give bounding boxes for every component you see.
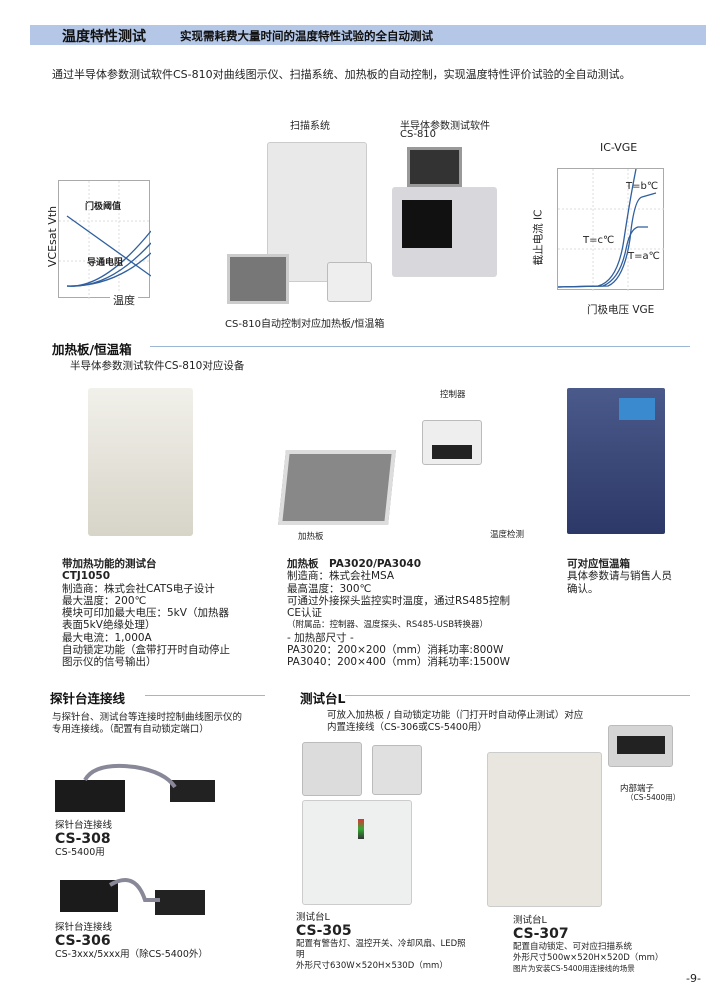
section-header: 温度特性测试 实现需耗费大量时间的温度特性试验的全自动测试: [30, 25, 706, 45]
item-model: CS-306: [55, 933, 111, 949]
left-chart-x-label: 温度: [110, 292, 138, 308]
cs305-item: 测试台L CS-305 配置有警告灯、温控开关、冷却风扇、LED照 明 外形尺寸…: [296, 912, 466, 972]
spec-line: 最高温度：300℃: [287, 582, 372, 595]
spec-line: 具体参数请与销售人员: [567, 570, 672, 583]
item-note: CS-5400用: [55, 847, 105, 858]
page-number: -9-: [686, 972, 701, 985]
cs306-item: 探针台连接线 CS-306 CS-3xxx/5xxx用（除CS-5400外）: [55, 922, 208, 961]
heater-section-title: 加热板/恒温箱: [52, 342, 132, 357]
spec-title: 可对应恒温箱: [567, 558, 630, 570]
probe-section-title: 探针台连接线: [50, 691, 126, 706]
spec-line: 图示仪的信号输出）: [62, 656, 157, 669]
heater-plate-photo: [272, 395, 502, 530]
system-caption: CS-810自动控制对应加热板/恒温箱: [225, 319, 385, 330]
divider: [345, 695, 690, 696]
ic-vge-chart: T=b℃ T=c℃ T=a℃: [557, 168, 665, 291]
cs305-closed-photo: [372, 745, 422, 795]
left-chart-y-label: VCEsat Vth: [46, 205, 60, 268]
section-subtitle: 实现需耗费大量时间的温度特性试验的全自动测试: [180, 29, 433, 43]
spec-line: 表面5kV绝缘处理）: [62, 619, 156, 632]
item-line: 配置有警告灯、温控开关、冷却风扇、LED照: [296, 939, 466, 949]
item-name: 测试台L: [296, 912, 330, 923]
spec-title: 加热板 PA3020/PA3040: [287, 558, 421, 570]
internal-terminal-photo: [608, 725, 673, 767]
intro-text: 通过半导体参数测试软件CS-810对曲线图示仪、扫描系统、加热板的自动控制，实现…: [52, 68, 631, 81]
spec-line: 确认。: [567, 582, 599, 595]
threshold-label: 门极阈值: [85, 202, 122, 212]
thermostatic-chamber-photo: [567, 388, 665, 534]
probe-desc: 与探针台、测试台等连接时控制曲线图示仪的 专用连接线。（配置有自动锁定端口）: [52, 712, 242, 736]
item-model: CS-305: [296, 923, 352, 939]
spec-line: 制造商：株式会社CATS电子设计: [62, 582, 215, 595]
software-model-label: CS-810: [400, 129, 437, 140]
item-model: CS-307: [513, 926, 569, 942]
spec-line: 最大电流：1,000A: [62, 631, 152, 644]
right-chart-title: IC-VGE: [600, 141, 638, 154]
divider: [150, 346, 690, 347]
curve-label-c: T=c℃: [583, 235, 615, 246]
item-model: CS-308: [55, 831, 111, 847]
item-name: 测试台L: [513, 915, 547, 926]
desc-line: 可放入加热板 / 自动锁定功能（门打开时自动停止测试）对应: [327, 710, 584, 721]
controller-label: 控制器: [440, 390, 466, 400]
spec-line: PA3040：200×400（mm）消耗功率:1500W: [287, 656, 511, 669]
item-line: 图片为安装CS-5400用连接线的场景: [513, 964, 635, 973]
pa3020-specs: 加热板 PA3020/PA3040 制造商：株式会社MSA 最高温度：300℃ …: [287, 558, 510, 669]
item-line: 明: [296, 950, 305, 960]
item-name: 探针台连接线: [55, 922, 113, 933]
heater-section-subtitle: 半导体参数测试软件CS-810对应设备: [70, 360, 245, 372]
desc-line: 与探针台、测试台等连接时控制曲线图示仪的: [52, 712, 243, 723]
terminal-note: （CS-5400用）: [626, 793, 681, 802]
spec-line: PA3020：200×200（mm）消耗功率:800W: [287, 644, 504, 657]
item-note: CS-3xxx/5xxx用（除CS-5400外）: [55, 949, 208, 960]
desc-line: 专用连接线。（配置有自动锁定端口）: [52, 724, 209, 735]
curve-label-a: T=a℃: [628, 251, 660, 262]
heater-label: 加热板: [298, 532, 324, 542]
item-line: 配置自动锁定、可对应扫描系统: [513, 942, 633, 952]
cs307-photo: [487, 752, 602, 907]
item-name: 探针台连接线: [55, 820, 113, 831]
scan-system-label: 扫描系统: [290, 121, 330, 132]
bench-desc: 可放入加热板 / 自动锁定功能（门打开时自动停止测试）对应 内置连接线（CS-3…: [327, 710, 583, 734]
software-label: 半导体参数测试软件: [400, 121, 490, 132]
chamber-specs: 可对应恒温箱 具体参数请与销售人员 确认。: [567, 558, 672, 595]
right-chart-y-label: 截止电流 IC: [532, 209, 545, 266]
cs308-photo: [55, 762, 215, 817]
spec-line: - 加热部尺寸 -: [287, 631, 354, 644]
ctj1050-photo: [88, 388, 193, 536]
spec-line: 制造商：株式会社MSA: [287, 570, 395, 583]
chart-curves: [59, 181, 151, 299]
spec-line: CE认证: [287, 607, 322, 620]
item-line: 外形尺寸500w×520H×520D（mm）: [513, 953, 664, 963]
on-resistance-label: 导通电阻: [87, 258, 124, 268]
vce-temperature-chart: 门极阈值 导通电阻: [58, 180, 151, 299]
divider: [145, 695, 265, 696]
section-title: 温度特性测试: [62, 29, 146, 45]
right-chart-x-label: 门极电压 VGE: [587, 304, 655, 316]
spec-title: 带加热功能的测试台: [62, 558, 157, 570]
spec-line: 自动锁定功能（盒带打开时自动停止: [62, 644, 230, 657]
item-line: 外形尺寸630W×520H×530D（mm）: [296, 961, 448, 971]
terminal-label: 内部端子: [620, 784, 655, 794]
cs306-photo: [60, 870, 210, 920]
bench-section-title: 测试台L: [300, 691, 346, 706]
cs305-open-photo: [302, 742, 362, 796]
test-system-photo: [222, 142, 502, 310]
spec-line: 模块可印加最大电压：5kV（加热器: [62, 607, 229, 620]
desc-line: 内置连接线（CS-306或CS-5400用）: [327, 722, 487, 733]
cs305-photo: [302, 800, 412, 905]
chart-curves: [558, 169, 665, 291]
cs307-item: 测试台L CS-307 配置自动锁定、可对应扫描系统 外形尺寸500w×520H…: [513, 915, 663, 974]
spec-model: CTJ1050: [62, 570, 110, 583]
ctj1050-specs: 带加热功能的测试台 CTJ1050 制造商：株式会社CATS电子设计 最大温度：…: [62, 558, 230, 669]
spec-line: 最大温度：200℃: [62, 594, 147, 607]
spec-line: 可通过外接探头监控实时温度，通过RS485控制: [287, 594, 511, 607]
curve-label-b: T=b℃: [626, 181, 659, 192]
cs308-item: 探针台连接线 CS-308 CS-5400用: [55, 820, 112, 859]
spec-line: （附属品：控制器、温度探头、RS485-USB转换器）: [287, 620, 489, 631]
temp-probe-label: 温度检测: [490, 530, 525, 540]
